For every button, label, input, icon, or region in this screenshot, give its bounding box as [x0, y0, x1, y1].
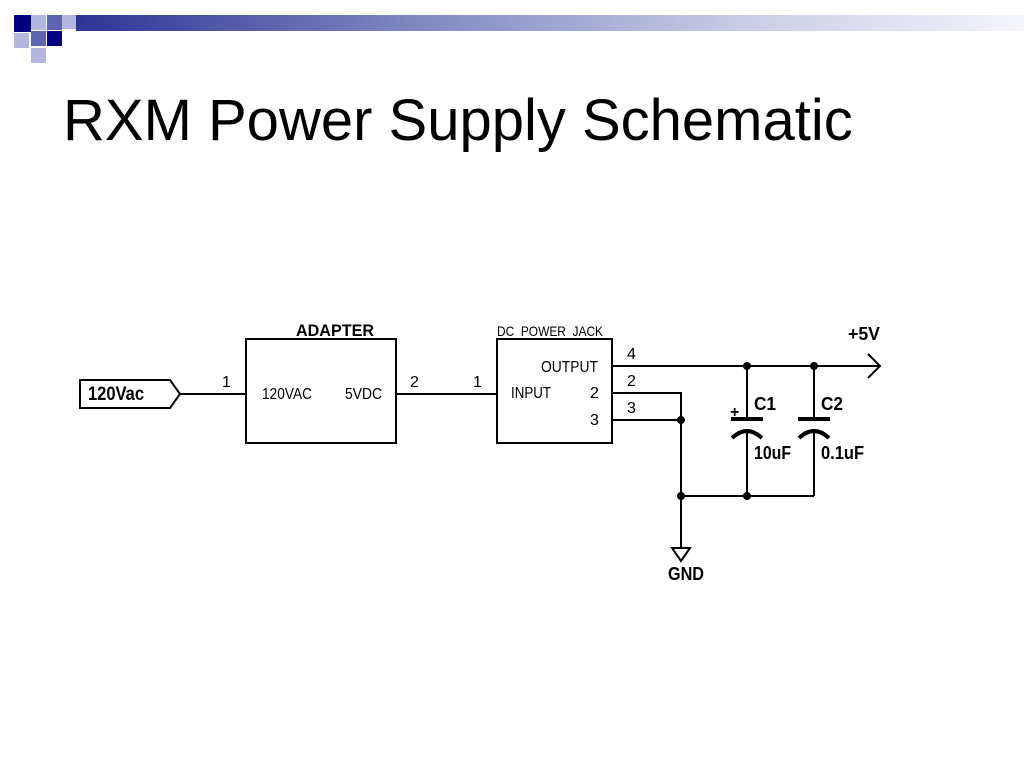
- corner-square-6: [47, 31, 62, 46]
- corner-square-2: [31, 15, 46, 30]
- ground-icon: [670, 547, 692, 563]
- jack-box: [496, 338, 613, 444]
- c2-value: 0.1uF: [821, 443, 864, 463]
- wire-pin2: [612, 392, 682, 420]
- jack-name: DC_POWER_JACK: [497, 323, 604, 339]
- corner-square-8: [31, 48, 46, 63]
- junction-dot: [677, 492, 685, 500]
- corner-square-3: [47, 15, 62, 30]
- c1-polarity: +: [730, 404, 739, 421]
- vcc-label: +5V: [848, 324, 880, 344]
- jack-inner-pin-3: 3: [590, 412, 599, 429]
- corner-square-1: [14, 15, 31, 32]
- junction-dot: [743, 492, 751, 500]
- input-port-shape: [79, 379, 182, 409]
- title-accent-bar: [76, 15, 1024, 31]
- adapter-box: [245, 338, 397, 444]
- jack-ext-pin-2: 2: [627, 373, 636, 390]
- junction-dot: [677, 416, 685, 424]
- jack-ext-pin-4: 4: [627, 346, 636, 363]
- page-title: RXM Power Supply Schematic: [63, 88, 853, 153]
- c1-value: 10uF: [754, 443, 791, 463]
- adapter-name: ADAPTER: [296, 321, 374, 340]
- jack-ext-pin-3: 3: [627, 400, 636, 417]
- adapter-pin-out: 2: [410, 374, 419, 391]
- corner-square-7: [14, 33, 29, 48]
- junction-dot: [743, 362, 751, 370]
- jack-output-label: OUTPUT: [541, 359, 598, 376]
- gnd-label: GND: [668, 564, 704, 584]
- jack-pin-input: 1: [473, 374, 482, 391]
- corner-square-5: [31, 31, 46, 46]
- adapter-pin-in: 1: [222, 374, 231, 391]
- junction-dot: [810, 362, 818, 370]
- jack-inner-pin-2: 2: [590, 385, 599, 402]
- adapter-in-label: 120VAC: [262, 386, 312, 403]
- input-port-label: 120Vac: [88, 384, 144, 405]
- adapter-out-label: 5VDC: [345, 386, 382, 403]
- vcc-arrow-icon: [867, 353, 882, 379]
- c2-ref: C2: [821, 394, 843, 414]
- corner-square-4: [62, 15, 76, 29]
- c1-ref: C1: [754, 394, 776, 414]
- jack-input-label: INPUT: [511, 385, 551, 402]
